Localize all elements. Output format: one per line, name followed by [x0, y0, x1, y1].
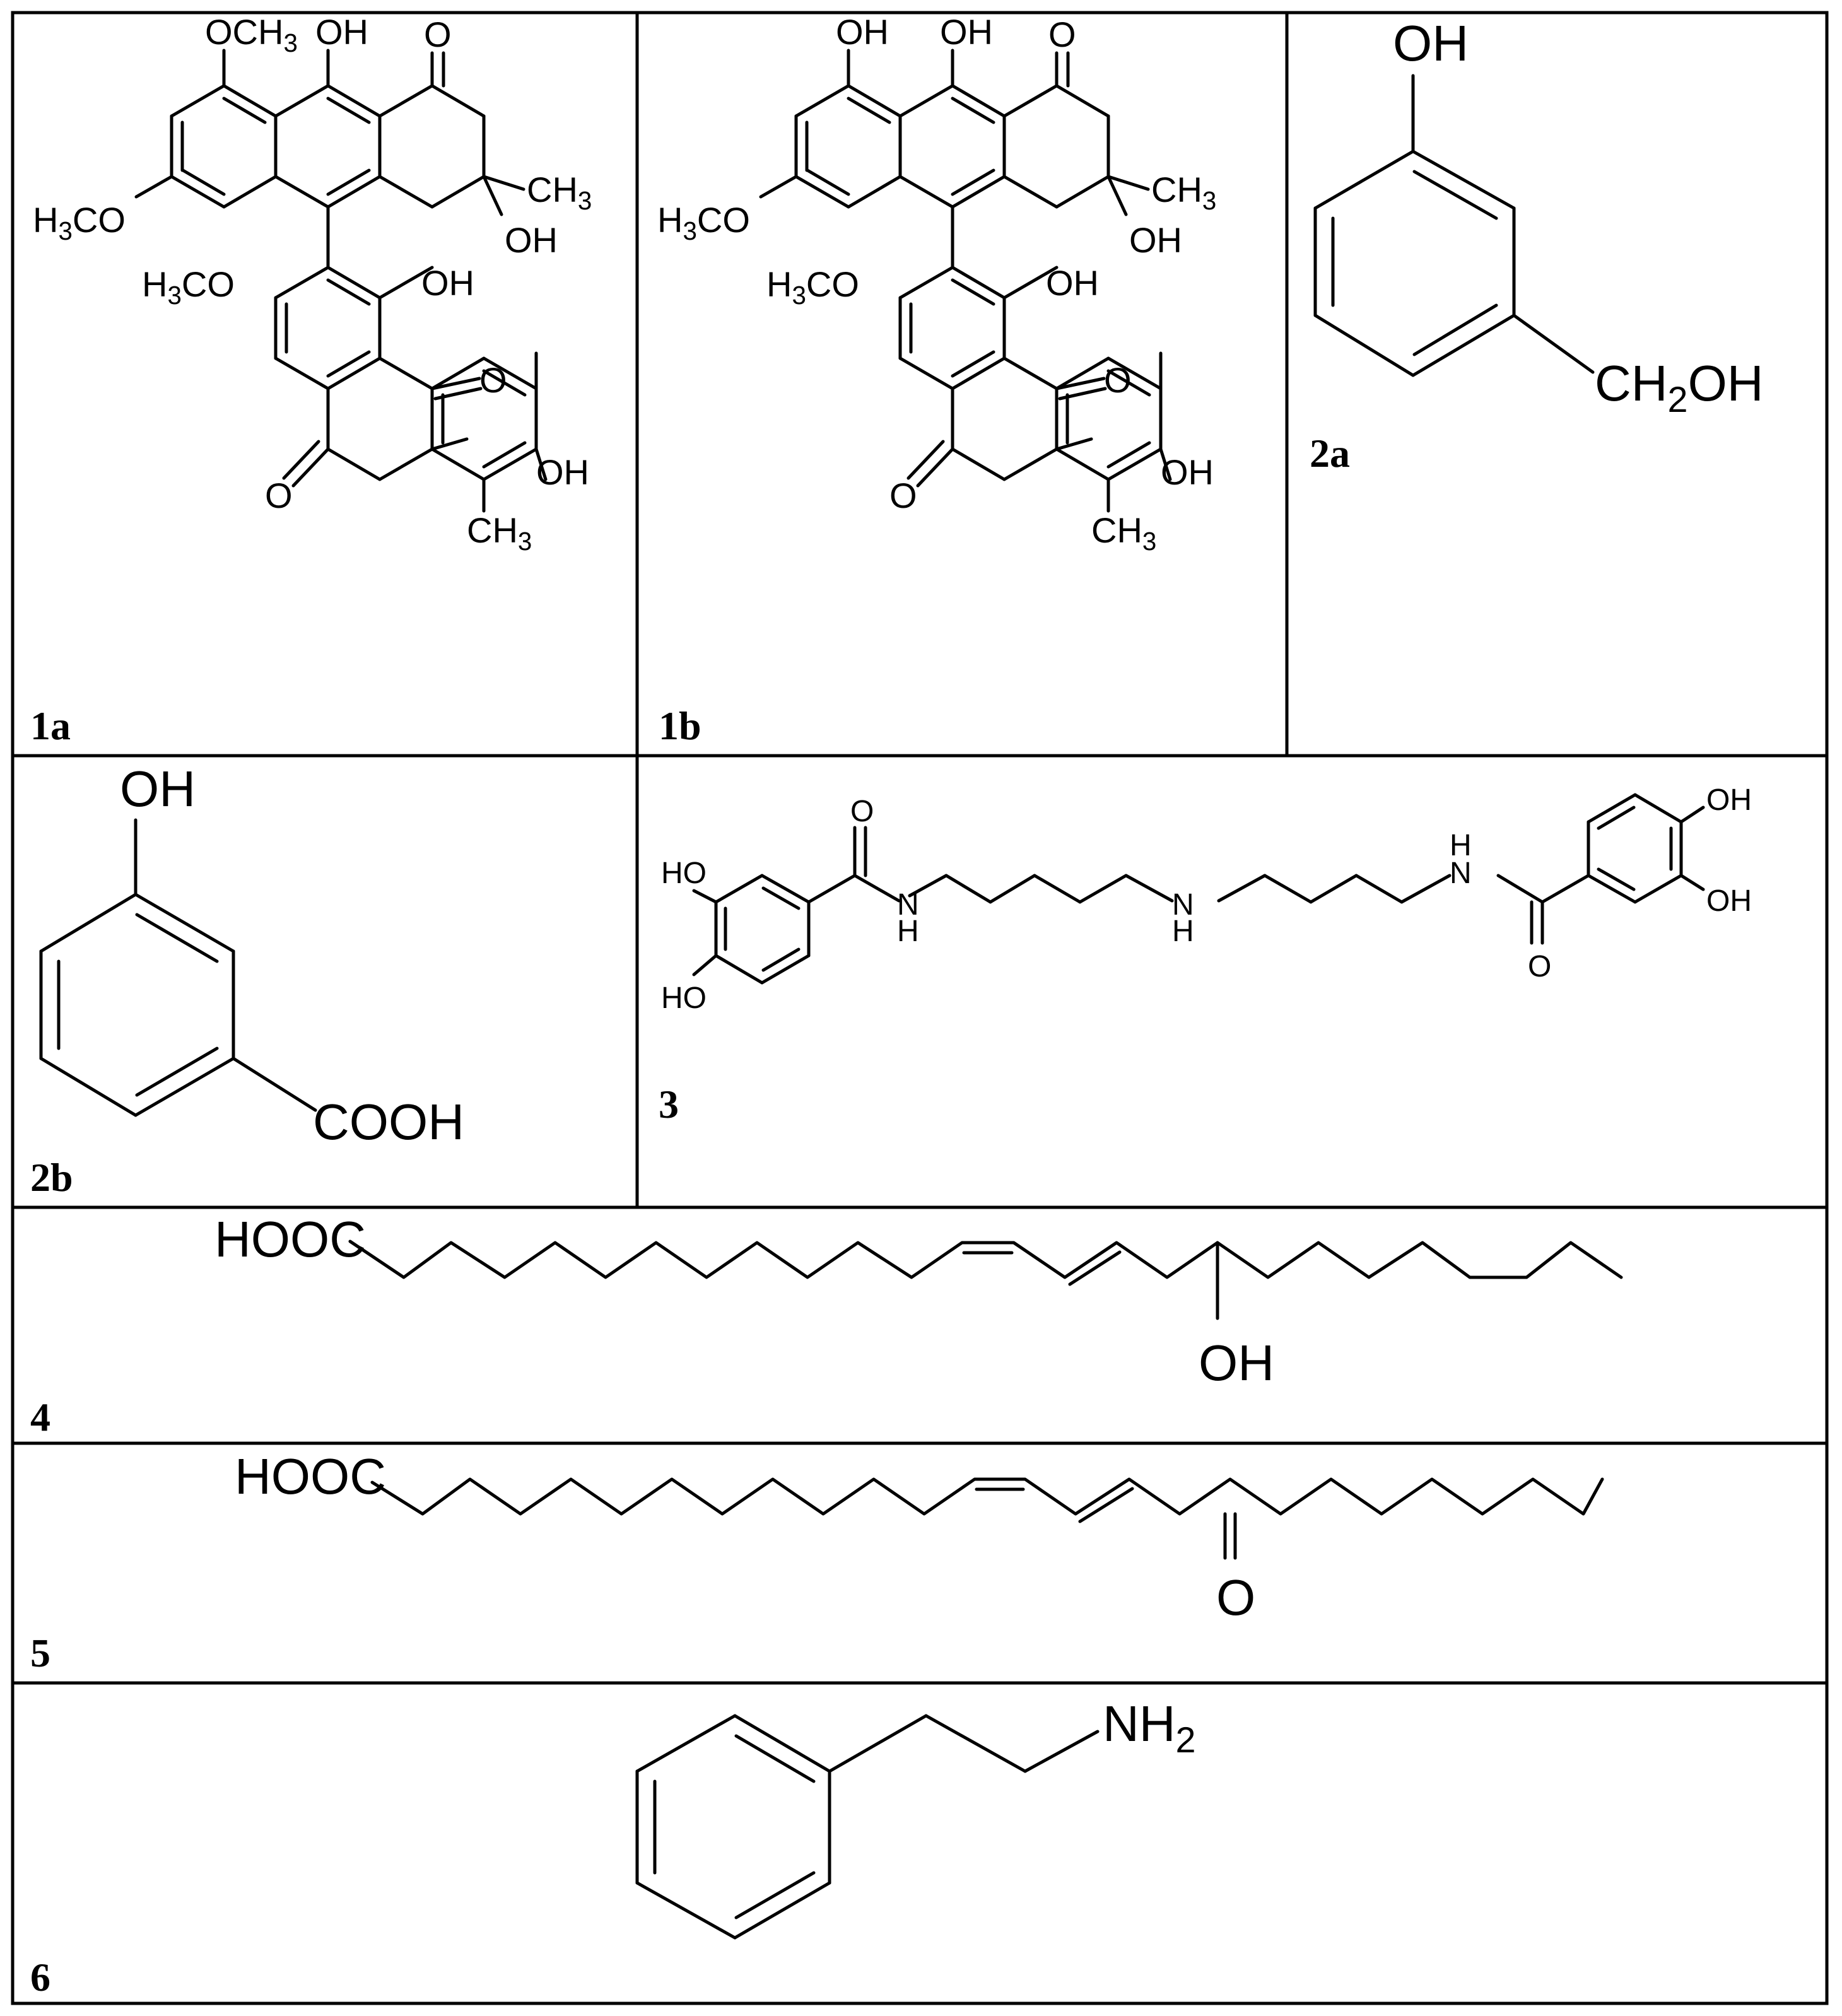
- atom-1b-h3co-mid: H3CO: [766, 264, 859, 310]
- atom-1b-o-right: O: [1104, 360, 1132, 400]
- atom-6-nh2: NH2: [1103, 1696, 1196, 1761]
- structure-1b-atoms: OH OH O H3CO CH3 OH H3CO OH O O OH CH3: [657, 12, 1216, 556]
- label-6: 6: [30, 1955, 50, 2000]
- atom-1a-ch3-ring: CH3: [527, 170, 592, 215]
- atom-1b-oh-left-top: OH: [836, 12, 889, 52]
- atom-1a-h3co-left: H3CO: [33, 200, 126, 245]
- atom-3-oh-top: OH: [1706, 783, 1752, 817]
- atom-1b-ch3-ring: CH3: [1151, 170, 1216, 215]
- structure-2a: OH CH2OH 2a: [1310, 15, 1764, 476]
- structure-3-bonds: [692, 793, 1705, 985]
- atom-2b-cooh: COOH: [313, 1094, 464, 1150]
- atom-1a-och3-top: OCH3: [205, 12, 298, 57]
- structure-1b: OH OH O H3CO CH3 OH H3CO OH O O OH CH3 1…: [657, 12, 1216, 748]
- structure-5-bonds: [370, 1477, 1604, 1560]
- structure-1a-atoms: OCH3 OH O H3CO CH3 OH H3CO OH O O OH CH3: [33, 12, 592, 556]
- structure-4-atoms: HOOC OH: [214, 1211, 1274, 1391]
- structure-4-bonds: [348, 1239, 1623, 1320]
- structure-6-bonds: [635, 1714, 1100, 1940]
- atom-2a-ch2oh: CH2OH: [1595, 355, 1764, 420]
- atom-1a-o-bottom: O: [265, 476, 293, 515]
- atom-3-o-right: O: [1528, 950, 1551, 983]
- atom-3-h-mid: H: [1172, 915, 1194, 948]
- atom-1a-h3co-mid: H3CO: [142, 264, 235, 310]
- label-2a: 2a: [1310, 431, 1350, 476]
- atom-5-o: O: [1216, 1569, 1255, 1626]
- label-4: 4: [30, 1395, 50, 1439]
- table-grid: [11, 11, 1829, 2005]
- atom-3-h-left: H: [897, 915, 919, 948]
- atom-1b-o-bottom: O: [889, 476, 917, 515]
- structure-3: HO HO O N H N H H N O OH OH 3: [659, 783, 1752, 1127]
- label-3: 3: [659, 1082, 679, 1127]
- atom-3-ho-bottom: HO: [661, 982, 707, 1015]
- atom-3-ho-top: HO: [661, 857, 707, 890]
- structure-4: HOOC OH 4: [30, 1211, 1623, 1439]
- atom-2a-oh: OH: [1393, 15, 1469, 71]
- structure-3-atoms: HO HO O N H N H H N O OH OH: [661, 783, 1752, 1015]
- structure-2a-bonds: [1313, 74, 1595, 377]
- atom-1a-ch3-bottom: CH3: [467, 510, 532, 556]
- atom-3-oh-bottom: OH: [1706, 884, 1752, 918]
- atom-1a-oh-mid: OH: [421, 263, 474, 303]
- structure-6: NH2 6: [30, 1696, 1196, 2000]
- atom-1a-o-right: O: [479, 360, 507, 400]
- structure-6-atoms: NH2: [1103, 1696, 1196, 1761]
- structure-1b-bonds: [759, 49, 1172, 513]
- atom-5-hooc: HOOC: [235, 1448, 386, 1504]
- atom-3-o-left: O: [850, 795, 874, 828]
- structure-2b-atoms: OH COOH: [120, 761, 464, 1150]
- structure-2b: OH COOH 2b: [30, 761, 464, 1200]
- atom-1a-oh-ring: OH: [505, 220, 558, 260]
- atom-3-n-right: N: [1450, 857, 1472, 890]
- label-1a: 1a: [30, 703, 71, 748]
- atom-4-oh: OH: [1199, 1335, 1274, 1391]
- structure-2a-atoms: OH CH2OH: [1393, 15, 1764, 420]
- atom-3-h-right: H: [1450, 829, 1472, 862]
- atom-3-n-mid: N: [1172, 888, 1194, 922]
- atom-1b-oh-mid: OH: [1046, 263, 1099, 303]
- atom-1a-o-top: O: [424, 15, 452, 54]
- label-2b: 2b: [30, 1155, 73, 1200]
- label-1b: 1b: [659, 703, 701, 748]
- atom-1a-oh-top: OH: [315, 12, 368, 52]
- atom-1b-oh-ring: OH: [1129, 220, 1182, 260]
- structure-2b-bonds: [39, 818, 317, 1117]
- atom-1a-oh-bottom: OH: [536, 452, 589, 492]
- structure-5: HOOC O 5: [30, 1448, 1604, 1675]
- atom-2b-oh: OH: [120, 761, 196, 817]
- structure-1a-bonds: [134, 49, 548, 513]
- atom-3-n-left: N: [897, 888, 919, 922]
- atom-1b-ch3-bottom: CH3: [1091, 510, 1156, 556]
- label-5: 5: [30, 1631, 50, 1675]
- atom-1b-oh-bottom: OH: [1161, 452, 1214, 492]
- atom-4-hooc: HOOC: [214, 1211, 366, 1267]
- atom-1b-o-top: O: [1048, 15, 1076, 54]
- structure-5-atoms: HOOC O: [235, 1448, 1255, 1626]
- atom-1b-oh-top: OH: [940, 12, 993, 52]
- structure-1a: OCH3 OH O H3CO CH3 OH H3CO OH O O OH CH3…: [30, 12, 592, 748]
- atom-1b-h3co-left: H3CO: [657, 200, 750, 245]
